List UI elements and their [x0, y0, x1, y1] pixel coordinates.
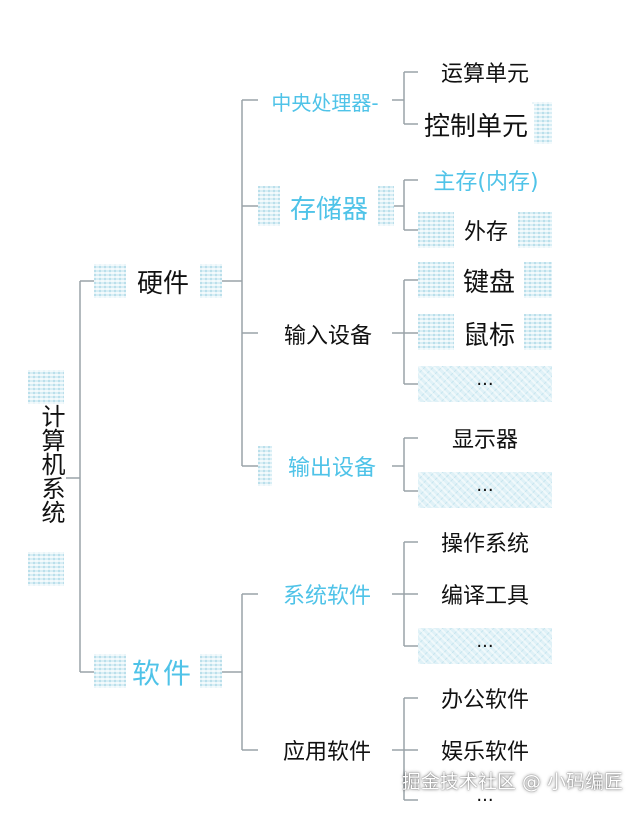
node-system-software-more: ··· [418, 628, 552, 664]
node-application-software: 应用软件 [262, 732, 392, 768]
node-mouse: 鼠标 [454, 314, 524, 352]
decor-square [28, 370, 64, 404]
root-node-computer-system: 计算机系统 [37, 404, 65, 524]
decor-square [524, 262, 552, 298]
node-hardware: 硬件 [126, 262, 200, 300]
decor-square [258, 186, 280, 226]
node-display: 显示器 [418, 420, 552, 456]
decor-square [418, 212, 454, 248]
node-output-devices: 输出设备 [272, 448, 392, 484]
node-operating-system: 操作系统 [418, 524, 552, 560]
node-cpu: 中央处理器- [258, 84, 392, 118]
decor-square [200, 264, 222, 298]
node-application-software-more: ··· [418, 786, 552, 814]
node-compiler-tools: 编译工具 [418, 576, 552, 612]
node-system-software: 系统软件 [262, 576, 392, 612]
node-keyboard: 键盘 [454, 262, 524, 298]
decor-square [258, 446, 272, 486]
decor-square [418, 314, 454, 350]
node-control-unit: 控制单元 [418, 104, 534, 144]
decor-square [378, 186, 394, 226]
decor-square [28, 552, 64, 586]
watermark-text: 掘金技术社区 @ 小码编匠 [401, 771, 623, 793]
decor-square [200, 654, 222, 688]
node-office-software: 办公软件 [418, 680, 552, 716]
node-input-more: ··· [418, 366, 552, 402]
decor-square [94, 654, 126, 688]
node-input-devices: 输入设备 [264, 316, 392, 352]
decor-square [524, 314, 552, 350]
node-entertainment-software: 娱乐软件 [418, 732, 552, 768]
node-output-more: ··· [418, 472, 552, 508]
decor-square [518, 212, 552, 248]
node-external-storage: 外存 [454, 212, 518, 248]
decor-square [532, 102, 552, 144]
decor-square [418, 262, 454, 298]
node-storage: 存储器 [280, 188, 378, 226]
node-main-memory: 主存(内存) [418, 162, 554, 198]
node-alu: 运算单元 [418, 54, 552, 90]
node-software: 软件 [126, 652, 200, 692]
decor-square [94, 264, 126, 298]
